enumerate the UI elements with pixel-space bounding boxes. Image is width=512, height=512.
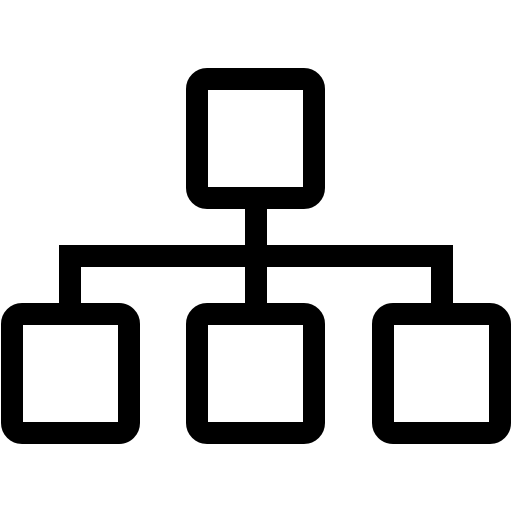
hierarchy-nodes: [1, 68, 511, 444]
child-left-node-box: [1, 303, 140, 444]
hierarchy-connectors: [59, 187, 453, 315]
root-node-box: [186, 68, 325, 209]
child-right-node-box: [372, 303, 511, 444]
child-center-node-box: [186, 303, 325, 444]
